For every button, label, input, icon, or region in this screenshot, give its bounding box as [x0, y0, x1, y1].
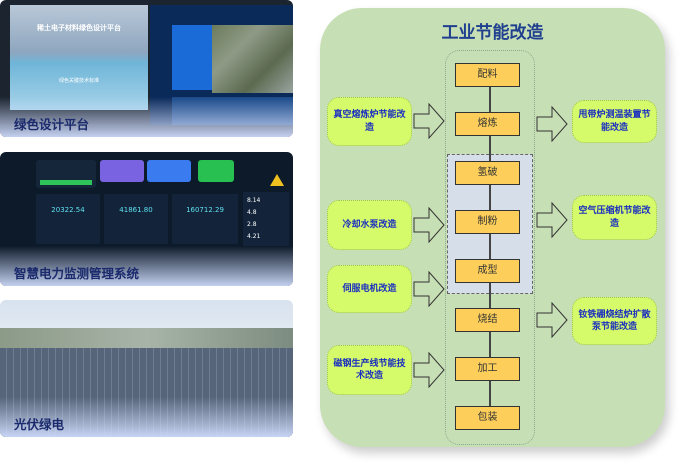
solar-card: 光伏绿电 [0, 300, 293, 437]
right-output-3: 钕铁硼烧结炉扩散泵节能改造 [572, 297, 657, 345]
card-caption: 光伏绿电 [14, 417, 65, 432]
step-milling: 制粉 [455, 210, 520, 234]
left-input-3: 伺服电机改造 [327, 265, 412, 313]
left-input-1: 真空熔炼炉节能改造 [327, 97, 412, 146]
right-output-2: 空气压缩机节能改造 [572, 195, 657, 240]
arrow-right-icon [413, 271, 445, 307]
arrow-right-icon [536, 106, 568, 142]
step-batching: 配料 [455, 63, 520, 87]
process-column [445, 50, 535, 445]
reading-2: 41861.80 [104, 194, 168, 244]
green-design-card: 稀土电子材料绿色设计平台 绿色关键技术标准 绿色设计平台 [0, 0, 293, 137]
step-sintering: 烧结 [455, 308, 520, 332]
arrow-right-icon [413, 103, 445, 139]
reading-1: 20322.54 [36, 194, 100, 244]
step-hydrogen-decrepitation: 氢破 [455, 161, 520, 185]
process-line [489, 74, 491, 414]
card-caption: 智慧电力监测管理系统 [14, 266, 140, 281]
energy-retrofit-diagram: 工业节能改造 配料 熔炼 氢破 制粉 成型 烧结 加工 包装 真空熔炼炉节能改造… [320, 8, 665, 447]
arrow-right-icon [413, 207, 445, 243]
left-input-4: 磁钢生产线节能技术改造 [327, 345, 412, 395]
arrow-right-icon [413, 352, 445, 388]
screen-subtitle: 绿色关键技术标准 [58, 78, 99, 84]
arrow-right-icon [536, 202, 568, 238]
card-caption: 绿色设计平台 [14, 117, 90, 132]
step-smelting: 熔炼 [455, 112, 520, 136]
arrow-right-icon [536, 302, 568, 338]
warning-icon [270, 174, 284, 186]
platform-screenshot: 稀土电子材料绿色设计平台 绿色关键技术标准 [10, 5, 148, 110]
screen-title: 稀土电子材料绿色设计平台 [37, 24, 121, 32]
step-machining: 加工 [455, 357, 520, 381]
step-packaging: 包装 [455, 406, 520, 430]
step-pressing: 成型 [455, 259, 520, 283]
diagram-title: 工业节能改造 [441, 23, 544, 43]
left-input-2: 冷却水泵改造 [327, 200, 412, 250]
right-output-1: 甩带炉测温装置节能改造 [572, 100, 657, 143]
reading-3: 160712.29 [172, 194, 238, 244]
